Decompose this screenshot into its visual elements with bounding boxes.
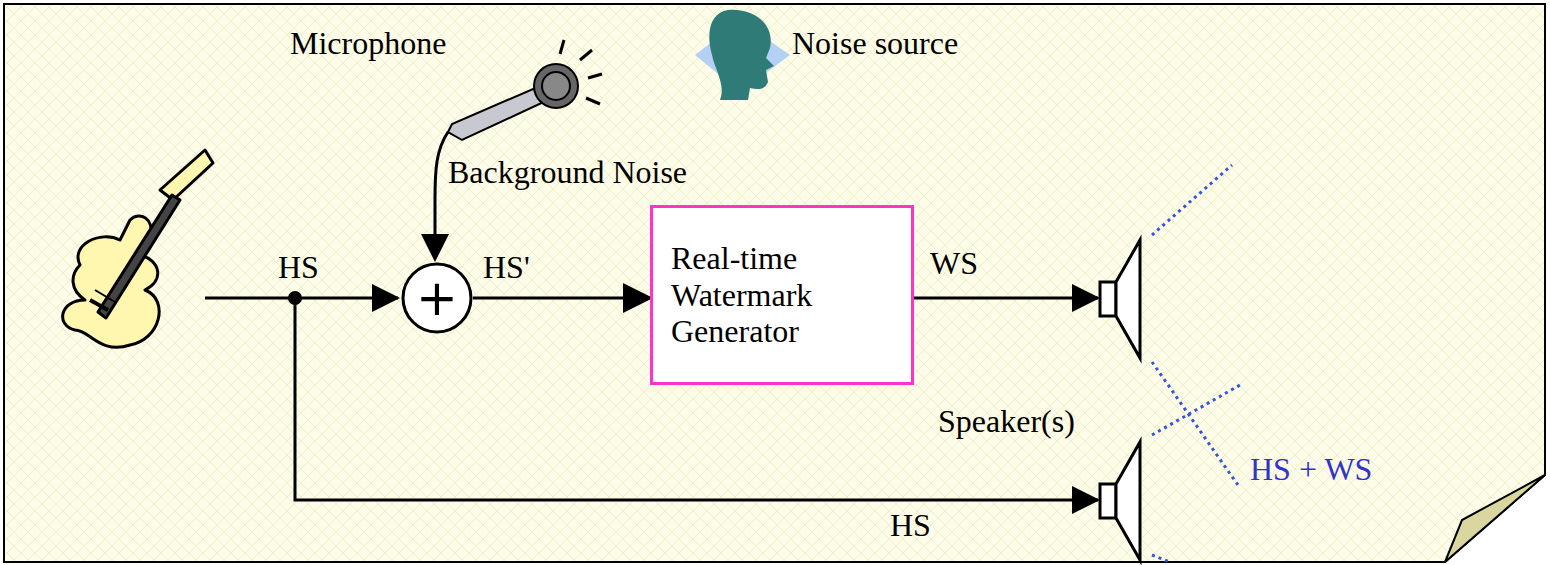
signal-label: Microphone bbox=[290, 26, 446, 61]
box-text: Real-time Watermark Generator bbox=[671, 240, 893, 350]
signal-label: Background Noise bbox=[448, 155, 687, 190]
signal-label: HS' bbox=[483, 250, 530, 285]
summing-junction: + bbox=[401, 262, 473, 334]
process-box: Real-time Watermark Generator bbox=[650, 205, 914, 385]
signal-label: Speaker(s) bbox=[938, 404, 1075, 439]
signal-label: HS + WS bbox=[1250, 452, 1372, 487]
plus-sign: + bbox=[401, 262, 473, 334]
signal-label: HS bbox=[278, 250, 319, 285]
signal-label: HS bbox=[890, 508, 931, 543]
signal-label: WS bbox=[930, 246, 978, 281]
signal-label: Noise source bbox=[792, 26, 958, 61]
signal-arrow bbox=[473, 297, 650, 300]
